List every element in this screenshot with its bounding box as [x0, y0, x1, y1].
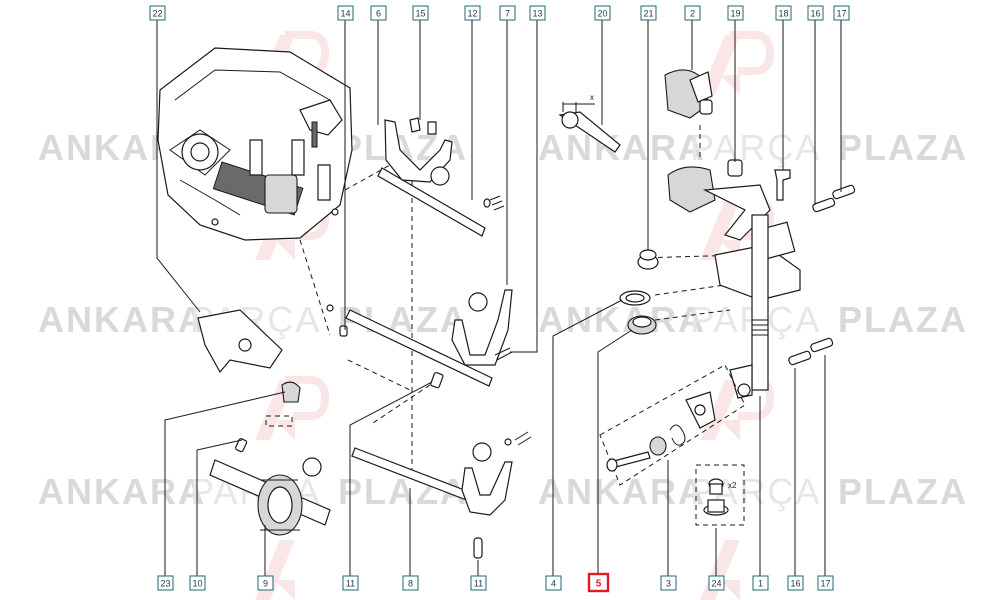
svg-text:17: 17: [836, 9, 846, 19]
callout-2: 2: [684, 5, 701, 21]
svg-text:20: 20: [597, 9, 607, 19]
svg-text:16: 16: [790, 579, 800, 589]
shift-rod-3-4: 3-4: [326, 289, 513, 389]
svg-text:8: 8: [408, 579, 413, 589]
leader-lines: [156, 20, 842, 576]
callouts-top: 22 14 6 15 12 7 13 20 21 2 19 18 16 17: [149, 5, 850, 21]
svg-text:22: 22: [152, 9, 162, 19]
svg-text:6: 6: [376, 9, 381, 19]
callout-6: 6: [370, 5, 387, 21]
callout-3: 3: [660, 575, 677, 591]
callout-15: 15: [412, 5, 429, 21]
svg-text:ANKARA: ANKARA: [38, 471, 206, 512]
callout-8: 8: [402, 575, 419, 591]
callouts-bottom: 23 10 9 11 8 11 4 5 3 24 1 16 17: [157, 572, 834, 593]
svg-text:PLAZA: PLAZA: [838, 299, 968, 340]
svg-text:11: 11: [474, 579, 483, 589]
callout-11-left: 11: [342, 575, 359, 591]
gear-linkage-assembly: x: [558, 69, 856, 399]
bracket-part-23: [197, 309, 301, 427]
callout-16-bottom: 16: [787, 575, 804, 591]
callout-21: 21: [640, 5, 657, 21]
svg-text:15: 15: [415, 9, 425, 19]
svg-text:12: 12: [467, 9, 477, 19]
svg-text:PLAZA: PLAZA: [838, 127, 968, 168]
svg-text:ANKARA: ANKARA: [538, 127, 706, 168]
callout-24: 24: [708, 575, 725, 591]
callout-16-top: 16: [807, 5, 824, 21]
callout-10: 10: [189, 575, 206, 591]
callout-9: 9: [257, 575, 274, 591]
svg-text:PARÇA: PARÇA: [690, 127, 821, 168]
svg-text:24: 24: [711, 579, 721, 589]
svg-text:1-2: 1-2: [433, 171, 446, 181]
svg-text:5: 5: [479, 447, 484, 457]
callout-19: 19: [727, 5, 744, 21]
svg-text:R: R: [309, 462, 316, 472]
shift-rod-5: 5: [351, 431, 532, 559]
shift-rod-1-2: 1-2: [377, 117, 505, 237]
svg-text:x2: x2: [728, 481, 737, 490]
callout-7: 7: [499, 5, 516, 21]
callout-23: 23: [157, 575, 174, 591]
callout-4: 4: [545, 575, 562, 591]
gearbox-housing: [157, 47, 353, 241]
callout-11-right: 11: [470, 575, 487, 591]
svg-text:7: 7: [505, 9, 510, 19]
svg-text:14: 14: [340, 9, 350, 19]
svg-text:5: 5: [596, 579, 602, 590]
reverse-gear-assembly: R: [209, 438, 331, 536]
svg-text:ANKARA: ANKARA: [538, 471, 706, 512]
svg-text:ANKARA: ANKARA: [538, 299, 706, 340]
svg-text:PLAZA: PLAZA: [838, 471, 968, 512]
svg-text:11: 11: [346, 579, 355, 589]
svg-text:9: 9: [263, 579, 268, 589]
svg-text:ANKARA: ANKARA: [38, 299, 206, 340]
callout-14: 14: [337, 5, 354, 21]
svg-text:18: 18: [778, 9, 788, 19]
svg-text:2: 2: [690, 9, 695, 19]
callout-20: 20: [594, 5, 611, 21]
svg-text:16: 16: [810, 9, 820, 19]
svg-text:17: 17: [820, 579, 830, 589]
svg-text:1: 1: [758, 579, 763, 589]
callout-5-highlighted: 5: [587, 572, 610, 593]
svg-text:23: 23: [160, 579, 170, 589]
callout-22: 22: [149, 5, 166, 21]
svg-text:13: 13: [532, 9, 542, 19]
callout-12: 12: [464, 5, 481, 21]
callout-17-bottom: 17: [817, 575, 834, 591]
svg-text:4: 4: [551, 579, 556, 589]
svg-text:10: 10: [192, 579, 202, 589]
callout-17-top: 17: [833, 5, 850, 21]
svg-text:3-4: 3-4: [471, 297, 484, 307]
callout-13: 13: [529, 5, 546, 21]
svg-text:3: 3: [666, 579, 671, 589]
callout-18: 18: [775, 5, 792, 21]
callout-1: 1: [752, 575, 769, 591]
detent-kit-3: [599, 364, 746, 486]
svg-text:x: x: [590, 93, 594, 102]
svg-text:21: 21: [643, 9, 653, 19]
fitting-kit-24: x2: [695, 464, 745, 526]
svg-text:19: 19: [730, 9, 740, 19]
